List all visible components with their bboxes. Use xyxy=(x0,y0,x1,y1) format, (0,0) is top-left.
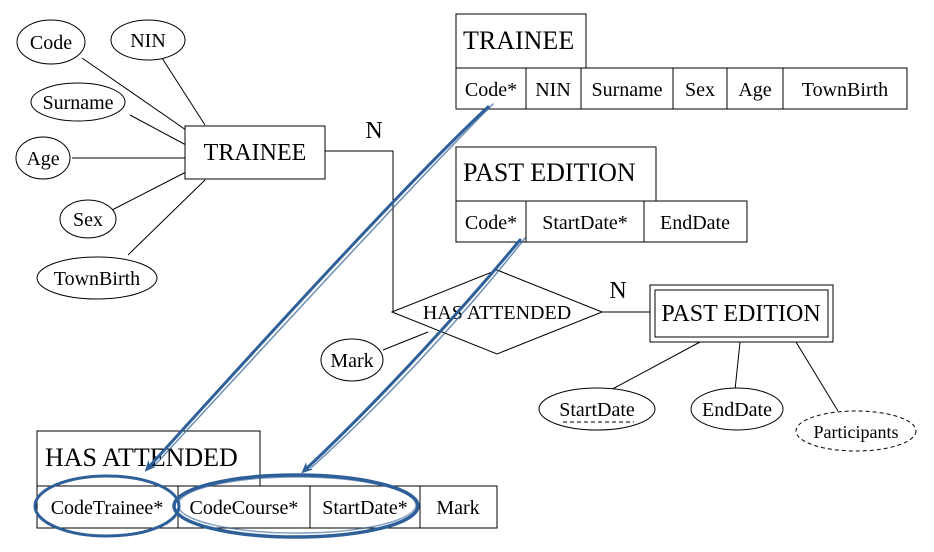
svg-text:Code*: Code* xyxy=(465,212,517,234)
attr-sex: Sex xyxy=(59,199,117,239)
attr-age: Age xyxy=(15,136,71,180)
entity-trainee: TRAINEE xyxy=(184,125,326,180)
svg-text:PAST EDITION: PAST EDITION xyxy=(661,301,820,327)
svg-text:TownBirth: TownBirth xyxy=(802,79,888,101)
svg-text:Mark: Mark xyxy=(330,350,373,372)
edition-attribute-links xyxy=(604,341,839,412)
entity-past-edition: PAST EDITION xyxy=(649,284,834,343)
attr-enddate: EndDate xyxy=(690,387,784,431)
fk-arrow-trainee xyxy=(144,105,490,472)
attr-participants: Participants xyxy=(795,410,917,452)
svg-text:Surname: Surname xyxy=(42,92,113,114)
svg-text:Participants: Participants xyxy=(814,422,899,442)
svg-text:StartDate*: StartDate* xyxy=(542,212,628,234)
svg-text:EndDate: EndDate xyxy=(702,399,772,421)
svg-text:CodeCourse*: CodeCourse* xyxy=(190,497,299,519)
trainee-attributes: Code NIN Surname Age Sex TownBirth xyxy=(15,19,186,300)
attr-mark: Mark xyxy=(320,338,384,382)
svg-text:NIN: NIN xyxy=(130,30,166,52)
svg-text:Sex: Sex xyxy=(73,209,103,231)
svg-text:StartDate: StartDate xyxy=(559,399,635,421)
cardinality-edition: N xyxy=(609,278,626,304)
svg-text:StartDate*: StartDate* xyxy=(322,497,408,519)
link-mark xyxy=(382,331,429,351)
svg-text:Code*: Code* xyxy=(465,79,517,101)
fk-arrow-past-edition xyxy=(301,238,522,474)
table-trainee-row: Code* NIN Surname Sex Age TownBirth xyxy=(455,67,908,110)
svg-text:CodeTrainee*: CodeTrainee* xyxy=(51,497,164,519)
table-past-edition: PAST EDITION Code* StartDate* EndDate xyxy=(455,146,748,243)
attr-nin: NIN xyxy=(110,19,186,61)
svg-text:Age: Age xyxy=(738,79,771,101)
svg-text:Sex: Sex xyxy=(685,79,715,101)
svg-text:NIN: NIN xyxy=(535,79,571,101)
highlight-codetrainee xyxy=(33,474,181,538)
table-past-edition-row: Code* StartDate* EndDate xyxy=(455,200,748,243)
trainee-attribute-links xyxy=(72,57,206,256)
attr-surname: Surname xyxy=(30,82,126,122)
table-past-edition-title-cell xyxy=(455,146,657,202)
svg-text:Surname: Surname xyxy=(591,79,662,101)
relationship-has-attended: HAS ATTENDED xyxy=(390,269,604,355)
table-past-edition-title: PAST EDITION xyxy=(463,158,636,187)
table-has-attended-title-cell xyxy=(36,430,261,487)
table-has-attended-title: HAS ATTENDED xyxy=(45,443,238,472)
link-trainee-relationship xyxy=(325,150,394,312)
cardinality-trainee: N xyxy=(365,118,382,144)
attr-townbirth: TownBirth xyxy=(36,256,158,300)
highlight-codecourse-startdate xyxy=(172,473,420,539)
svg-text:TownBirth: TownBirth xyxy=(54,268,140,290)
foreign-key-annotations xyxy=(33,103,526,539)
attr-startdate: StartDate xyxy=(538,387,656,431)
svg-text:Code: Code xyxy=(30,32,72,54)
svg-text:TRAINEE: TRAINEE xyxy=(204,140,307,166)
table-trainee: TRAINEE Code* NIN Surname Sex Age TownBi… xyxy=(455,13,908,110)
svg-text:EndDate: EndDate xyxy=(660,212,730,234)
svg-text:Mark: Mark xyxy=(436,497,479,519)
svg-text:Age: Age xyxy=(26,148,59,170)
edition-attributes: StartDate EndDate Participants xyxy=(538,387,917,452)
table-has-attended: HAS ATTENDED CodeTrainee* CodeCourse* St… xyxy=(36,430,498,529)
table-trainee-title: TRAINEE xyxy=(463,26,574,55)
attr-code: Code xyxy=(16,19,86,65)
svg-text:HAS ATTENDED: HAS ATTENDED xyxy=(423,302,571,324)
table-has-attended-row: CodeTrainee* CodeCourse* StartDate* Mark xyxy=(36,485,498,529)
